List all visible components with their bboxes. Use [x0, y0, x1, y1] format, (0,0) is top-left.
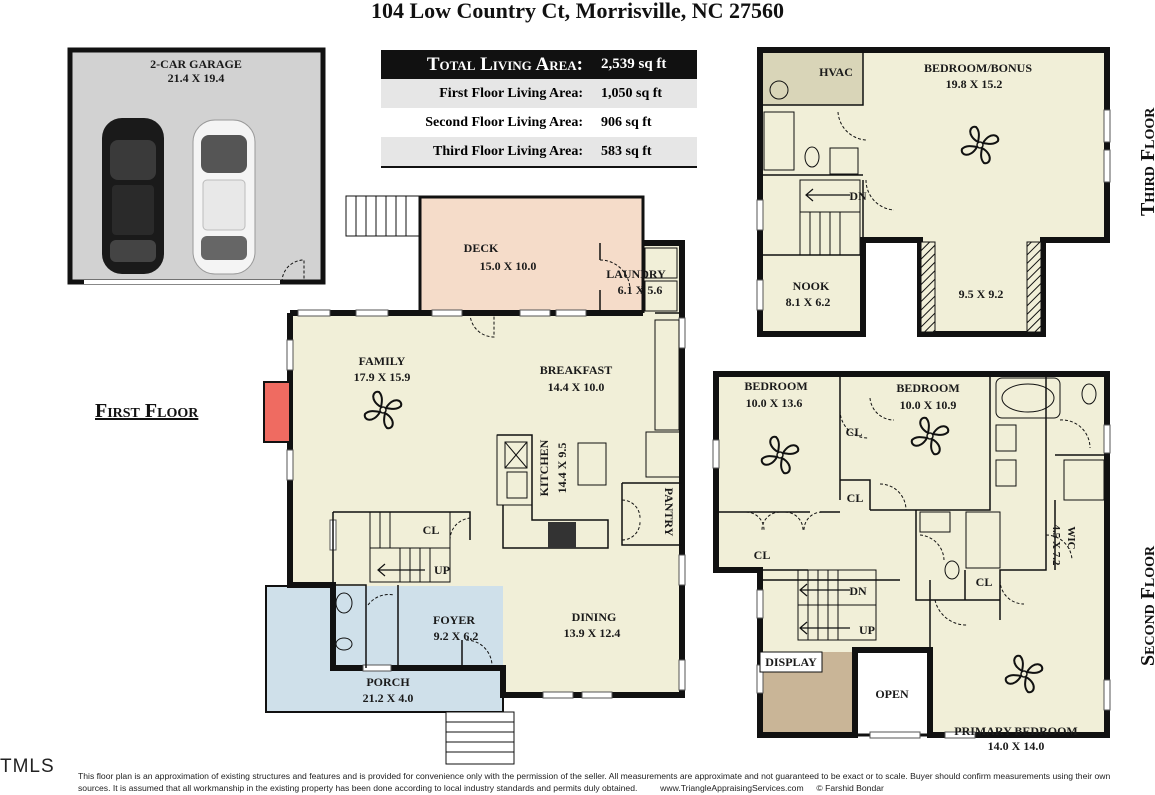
hall-bath-toilet-icon [944, 560, 960, 580]
property-address-title: 104 Low Country Ct, Morrisville, NC 2756… [370, 0, 785, 23]
bedroom2-name: BEDROOM [896, 381, 959, 395]
nook-name: NOOK [793, 279, 830, 293]
deck-name: DECK [464, 241, 499, 255]
third-floor-area-row: Third Floor Living Area: 583 sq ft [381, 137, 697, 168]
porch-steps [445, 711, 515, 765]
total-living-area-label: Total Living Area: [426, 53, 583, 75]
third-floor-toilet-icon [804, 146, 820, 168]
hall-bath-tub-icon [965, 511, 1001, 569]
car-dark-icon [102, 118, 164, 274]
cooktop-icon [548, 522, 576, 548]
second-floor-dn-label: DN [849, 584, 867, 598]
primary-bedroom-name: PRIMARY BEDROOM [954, 724, 1077, 738]
first-floor-area-value: 1,050 sq ft [601, 85, 663, 101]
primary-toilet-icon [1081, 383, 1097, 405]
second-floor-stairs [797, 569, 877, 641]
open-label: OPEN [875, 687, 909, 701]
second-floor-area-label: Second Floor Living Area: [425, 114, 583, 130]
fireplace [263, 381, 291, 443]
primary-shower-icon [1063, 459, 1105, 501]
deck-area [418, 195, 645, 315]
powder-sink-icon [335, 592, 353, 614]
bonus-dims: 19.8 X 15.2 [946, 77, 1003, 91]
deck-dims: 15.0 X 10.0 [480, 259, 537, 273]
display-label: DISPLAY [765, 655, 817, 669]
bedroom1-name: BEDROOM [744, 379, 807, 393]
third-floor-dn-label: DN [849, 189, 867, 203]
porch-name: PORCH [366, 675, 410, 689]
laundry-dims: 6.1 X 5.6 [618, 283, 663, 297]
nook-dims: 8.1 X 6.2 [786, 295, 831, 309]
foyer-dims: 9.2 X 6.2 [434, 629, 479, 643]
third-floor-stairs [799, 179, 861, 256]
garage-dims: 21.4 X 19.4 [168, 71, 225, 85]
powder-toilet-icon [335, 637, 353, 651]
credit-copyright: © Farshid Bondar [816, 783, 884, 793]
living-area-table: Total Living Area: 2,539 sq ft First Flo… [381, 50, 697, 168]
porch-dims: 21.2 X 4.0 [363, 691, 414, 705]
third-floor-tub-icon [763, 111, 795, 171]
hall-bath-sink-icon [919, 511, 951, 533]
hall-closet-label: CL [847, 491, 864, 505]
family-name: FAMILY [359, 354, 406, 368]
family-dims: 17.9 X 15.9 [354, 370, 411, 384]
deck-stairs [345, 195, 421, 237]
second-floor-area-row: Second Floor Living Area: 906 sq ft [381, 108, 697, 137]
car-white-icon [192, 119, 256, 275]
laundry-name: LAUNDRY [606, 267, 666, 281]
kitchen-name: KITCHEN [537, 439, 551, 496]
foyer-name: FOYER [433, 613, 475, 627]
water-heater-icon [769, 80, 789, 100]
kitchen-dims: 14.4 X 9.5 [555, 443, 569, 494]
first-floor-area-row: First Floor Living Area: 1,050 sq ft [381, 79, 697, 108]
hvac-label: HVAC [819, 65, 853, 79]
first-floor-up-label: UP [434, 563, 450, 577]
wic-name: WIC [1065, 526, 1077, 549]
primary-sink-2-icon [995, 459, 1017, 487]
primary-bedroom-dims: 14.0 X 14.0 [988, 739, 1045, 753]
bath-closet-label: CL [976, 575, 993, 589]
first-floor-closet-label: CL [423, 523, 440, 537]
mls-logo: TMLS [0, 756, 55, 777]
dining-dims: 13.9 X 12.4 [564, 626, 621, 640]
second-floor-plan: BEDROOM 10.0 X 13.6 BEDROOM 10.0 X 10.9 … [712, 371, 1111, 753]
primary-sink-1-icon [995, 424, 1017, 452]
third-floor-area-value: 583 sq ft [601, 143, 652, 159]
first-floor-stairs [369, 511, 451, 583]
hvac-room [762, 52, 863, 105]
bedroom1-closet-label: CL [754, 548, 771, 562]
primary-tub-icon [995, 377, 1061, 419]
second-floor-area-value: 906 sq ft [601, 114, 652, 130]
disclaimer-body: This floor plan is an approximation of e… [78, 771, 1111, 793]
bedroom2-dims: 10.0 X 10.9 [900, 398, 957, 412]
third-floor-vanity-icon [829, 147, 859, 175]
bedroom1-dims: 10.0 X 13.6 [746, 396, 803, 410]
third-floor-plan: HVAC BEDROOM/BONUS 19.8 X 15.2 DN NOOK 8… [756, 47, 1111, 337]
total-living-area-value: 2,539 sq ft [601, 56, 667, 72]
pantry-name: PANTRY [662, 488, 676, 537]
second-floor-up-label: UP [859, 623, 875, 637]
disclaimer-text: This floor plan is an approximation of e… [78, 770, 1143, 794]
third-floor-area-label: Third Floor Living Area: [433, 143, 583, 159]
total-living-area-row: Total Living Area: 2,539 sq ft [381, 50, 697, 79]
garage-name: 2-CAR GARAGE [150, 57, 242, 71]
garage: 2-CAR GARAGE 21.4 X 19.4 [67, 47, 326, 285]
bedroom2-closet-label: CL [846, 425, 863, 439]
alcove-dims: 9.5 X 9.2 [959, 287, 1004, 301]
wic-dims: 4.5 X 7.2 [1050, 525, 1062, 566]
credit-site-link[interactable]: www.TriangleAppraisingServices.com [660, 783, 804, 793]
first-floor-heading: First Floor [95, 400, 199, 422]
bonus-name: BEDROOM/BONUS [924, 61, 1032, 75]
dining-name: DINING [572, 610, 617, 624]
breakfast-name: BREAKFAST [540, 363, 612, 377]
breakfast-dims: 14.4 X 10.0 [548, 380, 605, 394]
first-floor-area-label: First Floor Living Area: [439, 85, 583, 101]
first-floor-plan: DECK 15.0 X 10.0 LAUNDRY 6.1 X 5.6 FAMIL… [263, 195, 686, 765]
